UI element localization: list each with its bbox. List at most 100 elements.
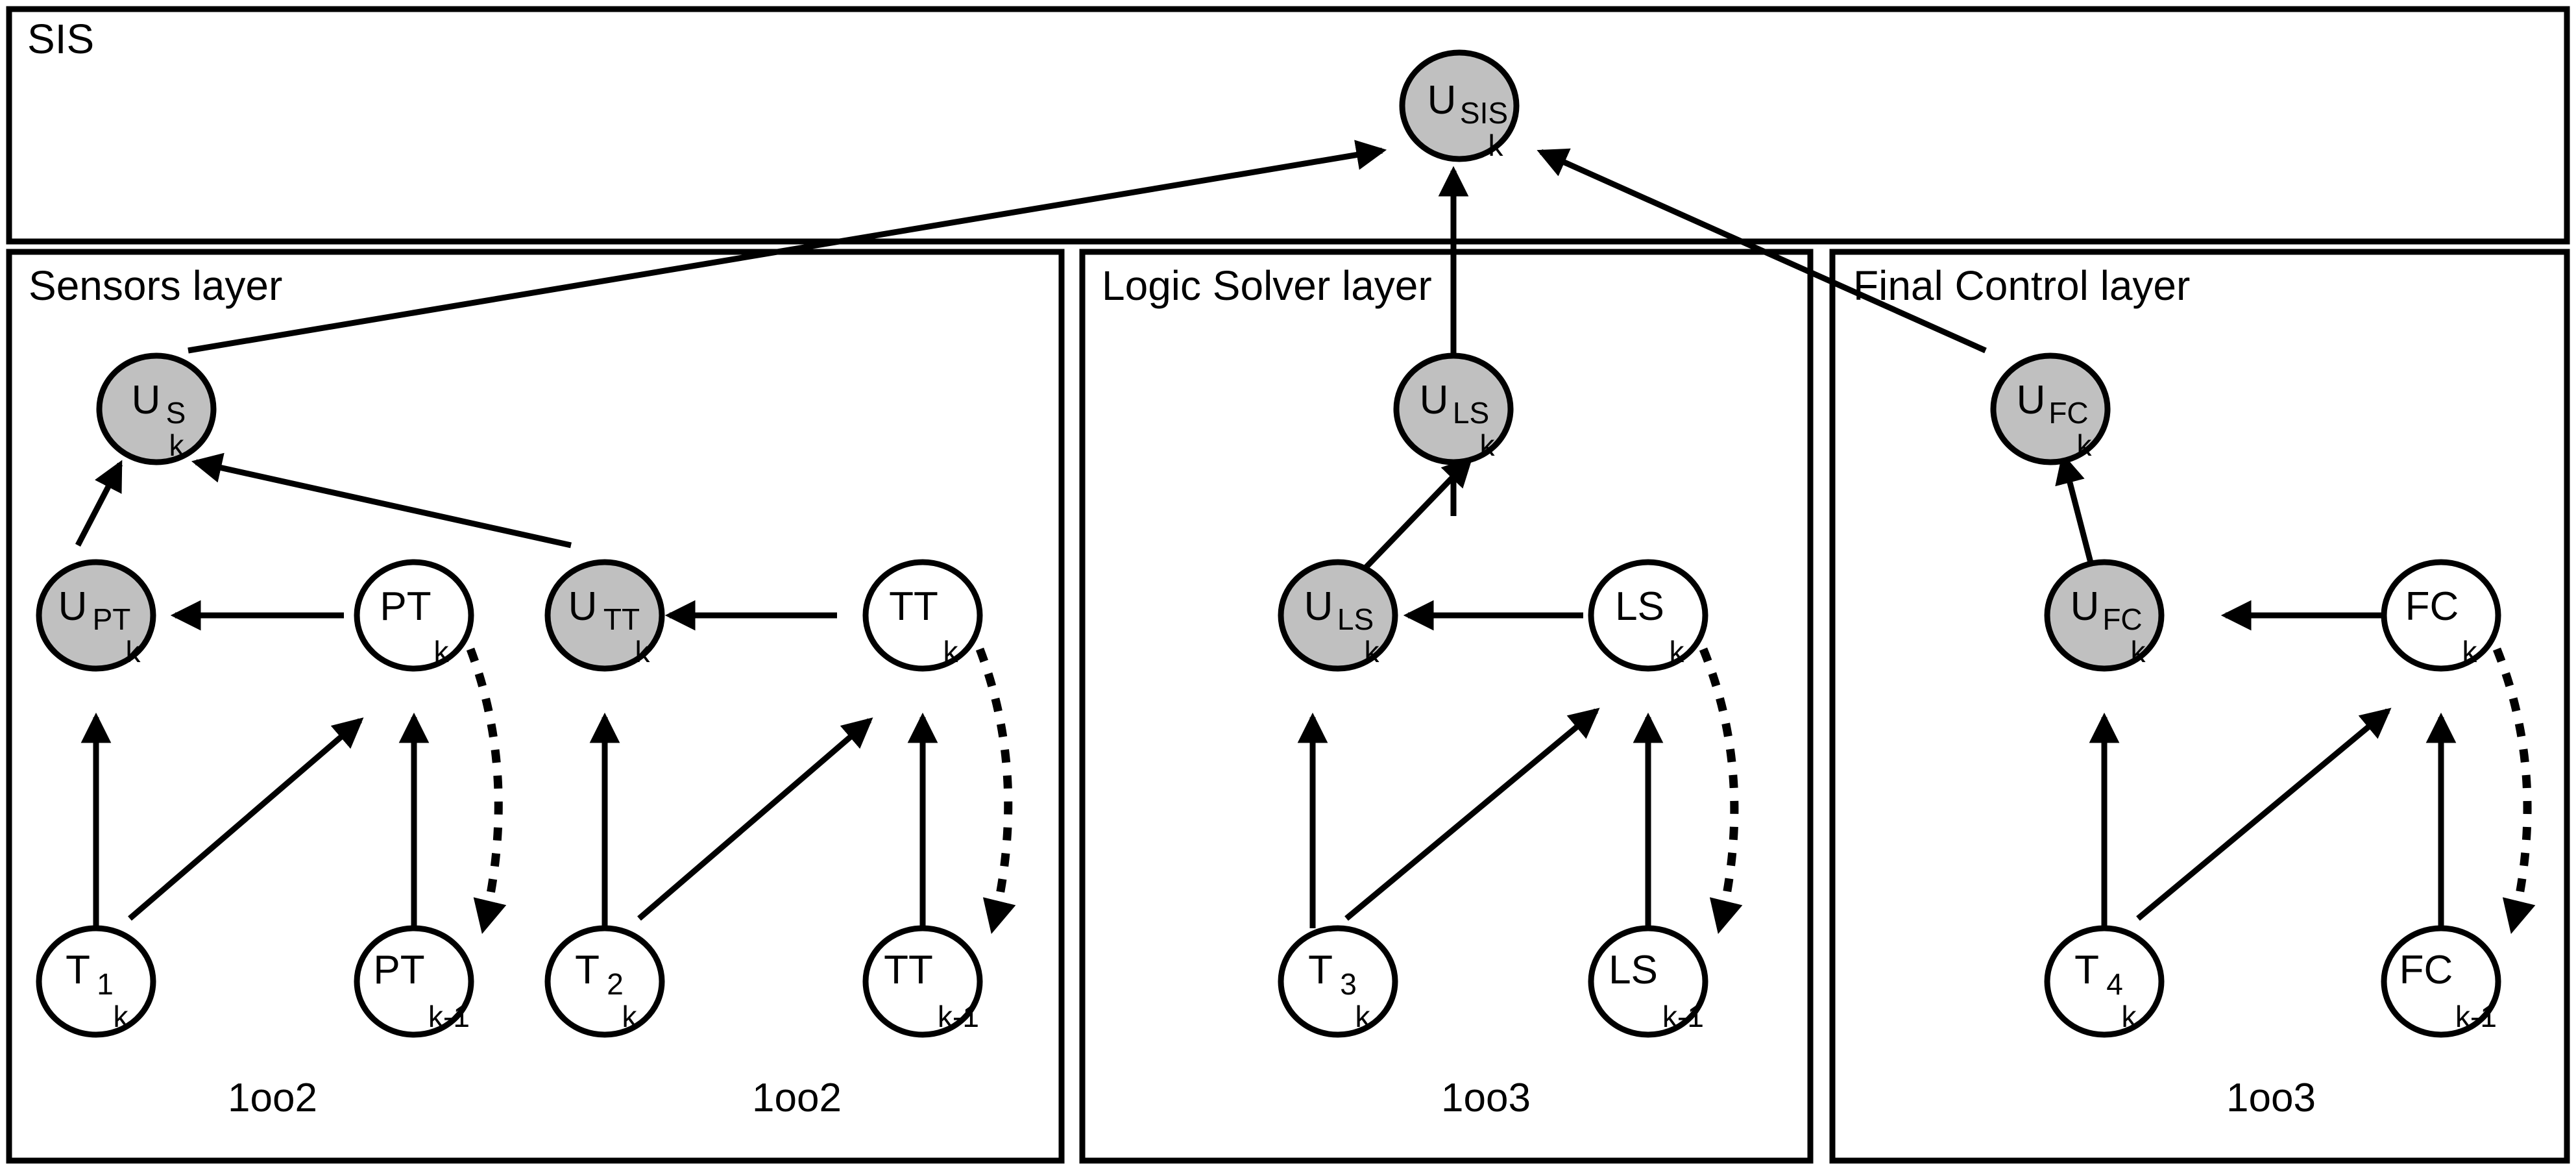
node-fc-k-1[interactable]: FC k-1 [2381, 925, 2501, 1038]
node-pt-k-sub2: k [434, 635, 450, 669]
node-pt-k-1[interactable]: PT k-1 [354, 925, 474, 1038]
node-ls-k-base: LS [1615, 584, 1664, 629]
node-u-tt-base: U [568, 584, 598, 629]
node-ls-k-1-sub2: k-1 [1662, 1000, 1704, 1033]
node-fc-k-1-shape[interactable] [2381, 925, 2501, 1038]
node-t4-k-sub2: k [2122, 1000, 2137, 1033]
node-u-tt[interactable]: U TT k [544, 559, 665, 672]
node-t1-k[interactable]: T 1 k [36, 925, 156, 1038]
node-u-ls-top-base: U [1420, 378, 1449, 423]
edge-t1-k-to-pt-k [128, 717, 364, 921]
vote-label-sensors-pt: 1oo2 [228, 1076, 317, 1120]
node-u-ls-shape[interactable] [1278, 559, 1398, 672]
node-u-sis-base: U [1428, 78, 1457, 123]
node-tt-k-sub2: k [943, 635, 959, 669]
node-pt-k-1-base: PT [373, 948, 424, 992]
node-t3-k[interactable]: T 3 k [1278, 925, 1398, 1038]
node-u-ls-top[interactable]: U LS k [1393, 352, 1514, 465]
node-tt-k-1[interactable]: TT k-1 [862, 925, 983, 1038]
node-t3-k-base: T [1308, 948, 1333, 992]
node-u-pt-base: U [58, 584, 88, 629]
node-u-pt-shape[interactable] [36, 559, 156, 672]
node-ls-k-shape[interactable] [1588, 559, 1708, 672]
panel-logic-solver: Logic Solver layer [1079, 249, 1814, 1164]
node-u-s[interactable]: U S k [96, 352, 217, 465]
node-t4-k-shape[interactable] [2044, 925, 2165, 1038]
edge-t3-k-to-ls-k [1344, 708, 1600, 921]
vote-label-logic: 1oo3 [1441, 1076, 1531, 1120]
node-u-ls-sub2: k [1365, 635, 1380, 669]
node-t1-k-shape[interactable] [36, 925, 156, 1038]
node-t1-k-base: T [66, 948, 90, 992]
node-t3-k-shape[interactable] [1278, 925, 1398, 1038]
node-u-fc-top-base: U [2017, 378, 2046, 423]
node-u-fc[interactable]: U FC k [2044, 559, 2165, 672]
node-t3-k-sub: 3 [1340, 967, 1357, 1001]
node-u-fc-base: U [2071, 584, 2100, 629]
node-pt-k-1-sub2: k-1 [428, 1000, 470, 1033]
node-pt-k[interactable]: PT k [354, 559, 474, 672]
node-t1-k-sub: 1 [97, 967, 114, 1001]
panel-sis-label: SIS [27, 16, 94, 62]
node-u-fc-sub2: k [2131, 635, 2146, 669]
node-u-tt-shape[interactable] [544, 559, 665, 672]
node-tt-k-1-sub2: k-1 [938, 1000, 979, 1033]
node-u-sis-sub2: k [1488, 129, 1504, 162]
panel-sensors-border [6, 249, 1065, 1164]
edge-u-pt-to-u-s [75, 460, 123, 547]
node-u-fc-top-shape[interactable] [1990, 352, 2111, 465]
panel-logic-solver-border [1079, 249, 1814, 1164]
node-u-pt-sub: PT [93, 602, 131, 636]
node-pt-k-1-shape[interactable] [354, 925, 474, 1038]
node-u-fc-top[interactable]: U FC k [1990, 352, 2111, 465]
node-pt-k-shape[interactable] [354, 559, 474, 672]
node-u-fc-shape[interactable] [2044, 559, 2165, 672]
node-u-sis[interactable]: U SIS k [1399, 49, 1520, 162]
vote-label-layer: 1oo2 1oo2 1oo3 1oo3 [228, 1076, 2316, 1120]
node-u-ls-top-shape[interactable] [1393, 352, 1514, 465]
node-ls-k[interactable]: LS k [1588, 559, 1708, 672]
node-t1-k-sub2: k [114, 1000, 129, 1033]
node-t3-k-sub2: k [1355, 1000, 1371, 1033]
node-ls-k-1[interactable]: LS k-1 [1588, 925, 1708, 1038]
node-tt-k-1-shape[interactable] [862, 925, 983, 1038]
edge-u-s-to-u-sis [188, 140, 1387, 354]
node-u-ls[interactable]: U LS k [1278, 559, 1398, 672]
node-tt-k[interactable]: TT k [862, 559, 983, 672]
node-u-ls-top-sub: LS [1453, 396, 1489, 430]
node-u-pt[interactable]: U PT k [36, 559, 156, 672]
node-u-s-shape[interactable] [96, 352, 217, 465]
node-ls-k-1-base: LS [1609, 948, 1658, 992]
panel-final-control: Final Control layer [1829, 249, 2570, 1164]
node-t4-k-sub: 4 [2106, 967, 2123, 1001]
node-t4-k[interactable]: T 4 k [2044, 925, 2165, 1038]
node-ls-k-1-shape[interactable] [1588, 925, 1708, 1038]
vote-label-sensors-tt: 1oo2 [752, 1076, 842, 1120]
edge-u-ls-to-u-ls-top [1347, 456, 1473, 587]
panel-sis-border [6, 6, 2570, 245]
node-u-s-sub2: k [169, 428, 185, 462]
node-u-tt-sub: TT [603, 602, 640, 636]
edge-u-fc-to-u-sis [1537, 148, 1987, 354]
node-t2-k-shape[interactable] [544, 925, 665, 1038]
edge-pt-k-to-pt-k1-dotted [466, 647, 507, 934]
node-tt-k-shape[interactable] [862, 559, 983, 672]
panel-final-control-label: Final Control layer [1853, 262, 2190, 309]
node-fc-k-1-sub2: k-1 [2455, 1000, 2497, 1033]
edge-layer [75, 140, 2536, 934]
node-fc-k-base: FC [2405, 584, 2459, 629]
node-pt-k-base: PT [380, 584, 431, 629]
node-u-ls-base: U [1304, 584, 1333, 629]
node-u-sis-shape[interactable] [1399, 49, 1520, 162]
edge-ls-k-to-ls-k1-dotted [1699, 647, 1743, 934]
node-fc-k-shape[interactable] [2381, 559, 2501, 672]
node-u-fc-top-sub2: k [2077, 428, 2093, 462]
node-t2-k[interactable]: T 2 k [544, 925, 665, 1038]
panel-sensors-label: Sensors layer [29, 262, 282, 309]
node-u-s-sub: S [166, 396, 186, 430]
edge-t2-k-to-tt-k [637, 717, 873, 921]
node-fc-k[interactable]: FC k [2381, 559, 2501, 672]
edge-u-tt-to-u-s [191, 452, 572, 549]
